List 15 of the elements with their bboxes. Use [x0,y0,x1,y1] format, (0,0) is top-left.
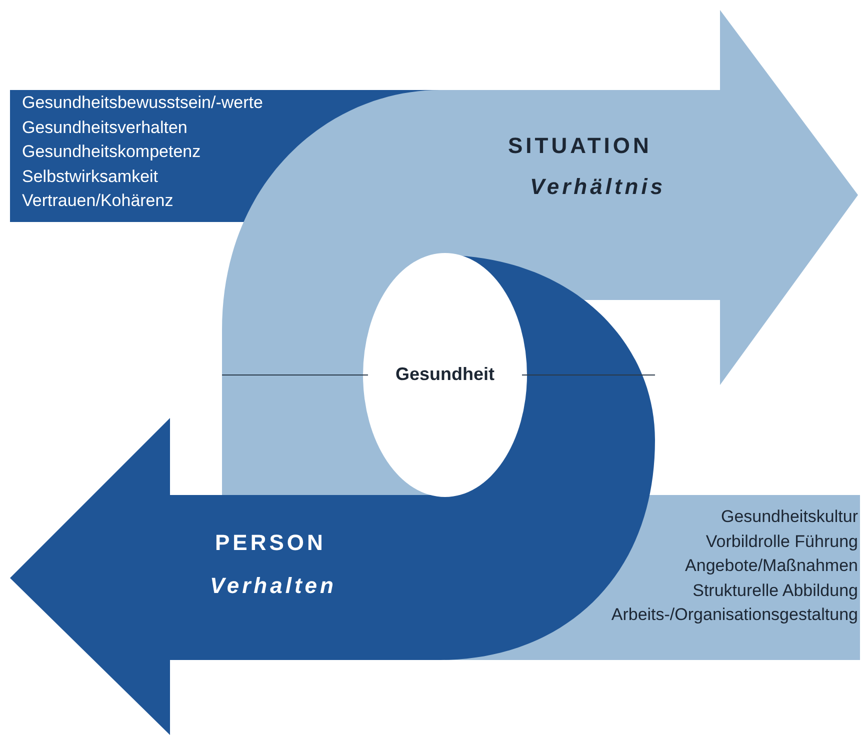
list-text: Strukturelle Abbildung [692,582,858,599]
subheading-text: Verhältnis [530,176,666,198]
list-text: Angebote/Maßnahmen [685,557,858,574]
list-text: Gesundheitsbewusstsein/-werte [22,94,263,112]
subheading-text: Verhalten [210,575,336,597]
heading-text: PERSON [215,532,326,554]
list-text: Gesundheitsverhalten [22,118,188,136]
list-text: Gesundheitskultur [720,508,858,526]
list-text: Gesundheitskompetenz [22,143,201,160]
list-text: Selbstwirksamkeit [22,168,158,185]
heading-text: SITUATION [508,135,652,157]
center-label: Gesundheit [396,365,494,383]
list-text: Vorbildrolle Führung [706,532,858,550]
list-text: Arbeits-/Organisationsgestaltung [611,606,858,624]
list-text: Vertrauen/Kohärenz [22,192,174,210]
